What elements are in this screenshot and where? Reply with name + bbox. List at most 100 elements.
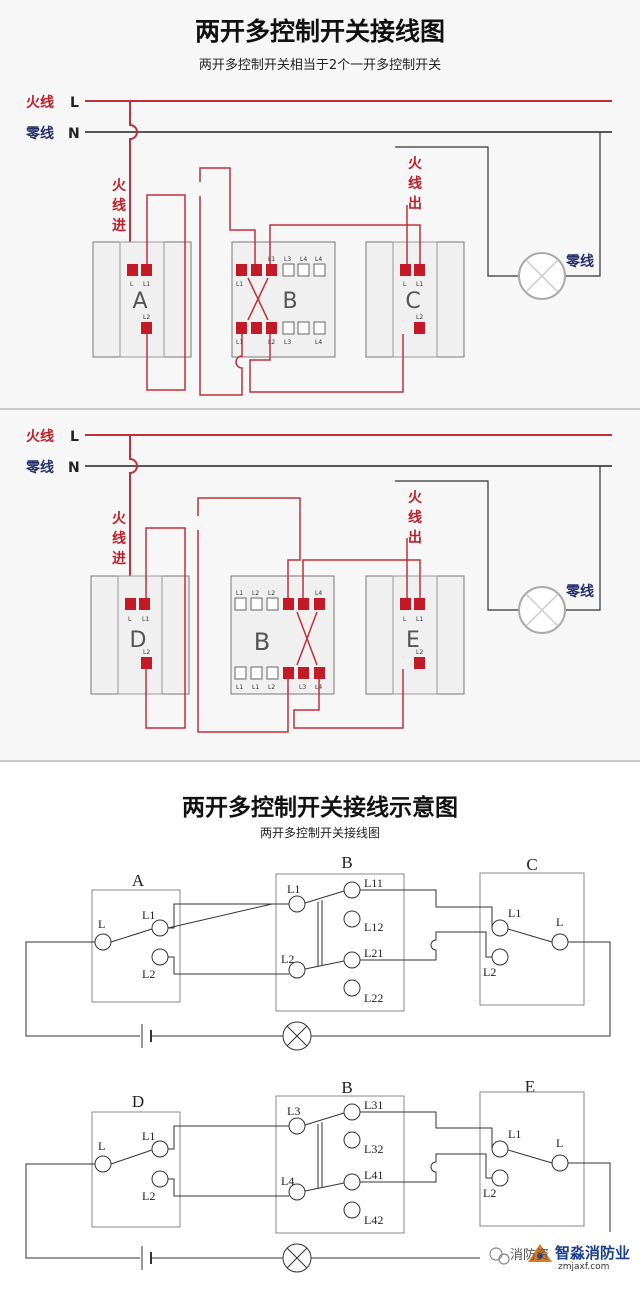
terminal — [251, 264, 262, 276]
terminal — [414, 657, 425, 669]
terminal — [414, 598, 425, 610]
svg-text:L3: L3 — [284, 339, 291, 346]
schematic-title: 两开多控制开关接线示意图 — [182, 795, 458, 821]
svg-text:B: B — [341, 1078, 352, 1097]
watermark-text: 消防资 — [510, 1248, 550, 1263]
svg-text:A: A — [132, 871, 145, 890]
svg-text:L4: L4 — [315, 590, 322, 597]
svg-text:L21: L21 — [364, 946, 383, 960]
svg-text:L1: L1 — [416, 281, 423, 288]
terminal — [266, 322, 277, 334]
svg-text:L3: L3 — [284, 256, 291, 263]
svg-text:L1: L1 — [236, 281, 243, 288]
svg-text:D: D — [132, 1092, 144, 1111]
terminal — [141, 322, 152, 334]
svg-text:L: L — [403, 281, 407, 288]
watermark-url: zmjaxf.com — [558, 1262, 610, 1272]
svg-text:L: L — [128, 616, 132, 623]
terminal — [400, 598, 411, 610]
svg-text:L4: L4 — [315, 339, 322, 346]
svg-text:L: L — [556, 1136, 563, 1150]
wiring-diagram-2: 火线 L 零线 N 火 线 进 D L L1 L2 L1 L2 L2 L4 — [25, 428, 612, 733]
terminal — [234, 597, 247, 611]
svg-text:L2: L2 — [142, 1189, 155, 1203]
svg-text:线: 线 — [112, 530, 126, 547]
terminal — [141, 657, 152, 669]
svg-text:L31: L31 — [364, 1098, 383, 1112]
neutral-label: 零线 — [25, 459, 54, 476]
terminal — [236, 264, 247, 276]
switch-d-plate — [90, 575, 190, 695]
svg-text:E: E — [525, 1077, 535, 1096]
terminal — [313, 263, 326, 277]
svg-text:L: L — [98, 917, 105, 931]
svg-text:L2: L2 — [143, 314, 150, 321]
switch-d-letter: D — [130, 628, 147, 653]
svg-text:L2: L2 — [142, 967, 155, 981]
terminal — [282, 321, 295, 335]
terminal — [414, 264, 425, 276]
lamp-neutral-label: 零线 — [565, 583, 594, 600]
main-title: 两开多控制开关接线图 — [194, 17, 445, 46]
svg-text:火: 火 — [408, 490, 423, 506]
svg-text:L1: L1 — [287, 882, 300, 896]
svg-text:L22: L22 — [364, 991, 383, 1005]
svg-text:L4: L4 — [315, 256, 322, 263]
live-out-char-1: 火 — [408, 156, 423, 172]
svg-text:L11: L11 — [364, 876, 383, 890]
svg-text:L1: L1 — [508, 1127, 521, 1141]
live-in-char-1: 火 — [112, 178, 127, 194]
switch-e-plate — [365, 575, 465, 695]
svg-text:L2: L2 — [143, 649, 150, 656]
switch-b-letter: B — [282, 289, 297, 314]
svg-text:L1: L1 — [236, 684, 243, 691]
terminal — [236, 322, 247, 334]
svg-text:C: C — [526, 855, 537, 874]
terminal — [127, 264, 138, 276]
terminal — [297, 263, 310, 277]
wiring-panel-2: 火线 L 零线 N 火 线 进 D L L1 L2 L1 L2 L2 L4 — [0, 410, 640, 762]
terminal — [141, 264, 152, 276]
svg-text:L: L — [403, 616, 407, 623]
svg-text:L41: L41 — [364, 1168, 383, 1182]
svg-text:L2: L2 — [252, 590, 259, 597]
svg-text:L1: L1 — [252, 684, 259, 691]
terminal — [234, 666, 247, 680]
terminal — [125, 598, 136, 610]
live-out-char-3: 出 — [408, 195, 422, 212]
terminal — [313, 321, 326, 335]
wiring-panel-1: 两开多控制开关接线图 两开多控制开关相当于2个一开多控制开关 火线 L 零线 N… — [0, 0, 640, 410]
neutral-letter: N — [68, 460, 80, 476]
svg-text:线: 线 — [408, 509, 422, 526]
svg-text:L2: L2 — [483, 965, 496, 979]
terminal — [251, 322, 262, 334]
switch-c-plate — [365, 241, 465, 358]
svg-text:L1: L1 — [142, 1129, 155, 1143]
watermark-logo: 智淼消防业 — [555, 1244, 631, 1262]
terminal — [283, 667, 294, 679]
neutral-letter: N — [68, 126, 80, 142]
terminal — [266, 597, 279, 611]
svg-text:L4: L4 — [281, 1174, 294, 1188]
terminal — [314, 598, 325, 610]
main-subtitle: 两开多控制开关相当于2个一开多控制开关 — [198, 58, 442, 73]
live-in-wire — [129, 101, 138, 265]
live-in-char-2: 线 — [112, 197, 126, 214]
svg-text:L2: L2 — [483, 1186, 496, 1200]
terminal — [414, 322, 425, 334]
svg-text:L1: L1 — [236, 339, 243, 346]
live-out-char-2: 线 — [408, 175, 422, 192]
svg-text:出: 出 — [408, 529, 422, 546]
switch-b-letter: B — [254, 628, 270, 656]
svg-text:L2: L2 — [268, 590, 275, 597]
svg-text:L1: L1 — [236, 590, 243, 597]
lamp-neutral-label: 零线 — [565, 253, 594, 270]
neutral-label: 零线 — [25, 125, 54, 142]
svg-text:L: L — [130, 281, 134, 288]
svg-text:L1: L1 — [268, 256, 275, 263]
schematic-subtitle: 两开多控制开关接线图 — [259, 826, 380, 840]
schematic-upper: A B C L L1 L2 L1 L2 — [25, 853, 611, 1051]
switch-c-letter: C — [405, 289, 420, 314]
svg-text:L: L — [98, 1139, 105, 1153]
terminal — [139, 598, 150, 610]
